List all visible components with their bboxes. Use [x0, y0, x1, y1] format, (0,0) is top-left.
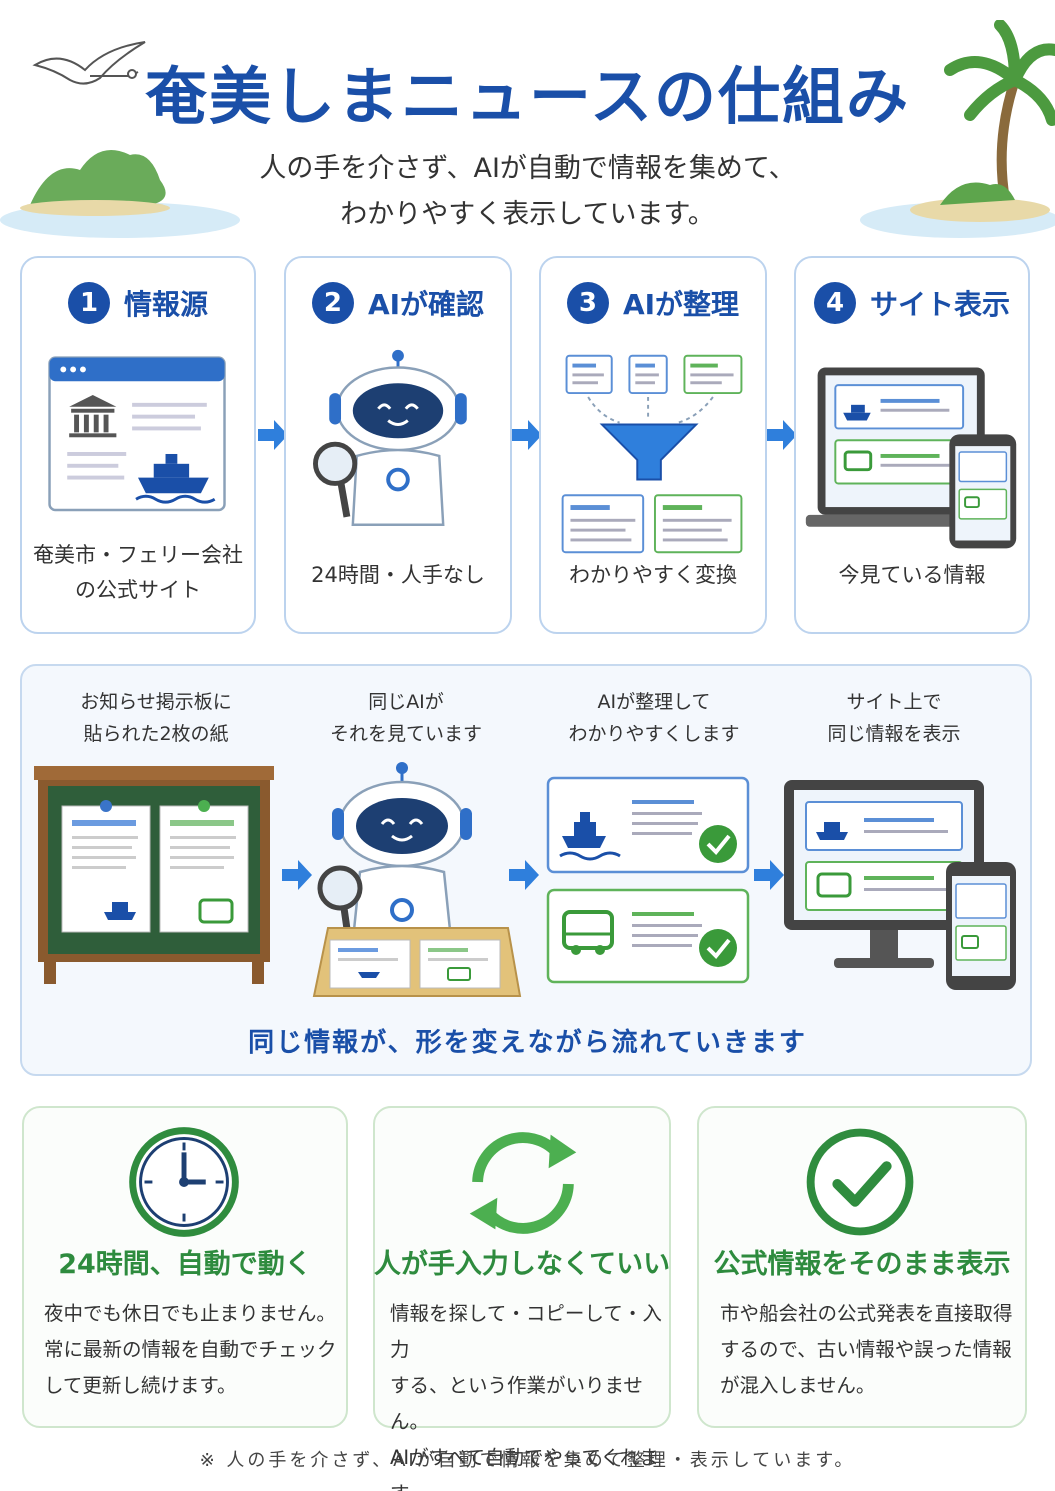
feature-body-line: 情報を探して・コピーして・入力	[390, 1302, 662, 1361]
flow-caption-line: 貼られた2枚の紙	[83, 723, 229, 745]
feature-title: 人が手入力しなくていい	[373, 1249, 671, 1280]
caption-line: 奄美市・フェリー会社	[33, 543, 243, 567]
feature-body-line: が混入しません。	[720, 1374, 876, 1397]
arrow-right-icon	[509, 860, 539, 890]
feature-body: 夜中でも休日でも止まりません。 常に最新の情報を自動でチェック して更新し続けま…	[44, 1296, 344, 1404]
page-subtitle: 人の手を介さず、AIが自動で情報を集めて、 わかりやすく表示しています。	[0, 146, 1055, 238]
caption-line: 24時間・人手なし	[311, 563, 485, 587]
feature-title: 公式情報をそのまま表示	[713, 1249, 1011, 1280]
refresh-icon	[469, 1132, 577, 1234]
bulletin-board-illustration	[34, 766, 274, 984]
monitor-and-phone-illustration	[784, 780, 1016, 990]
robot-reading-papers-illustration	[312, 762, 522, 997]
step-caption: わかりやすく変換	[541, 558, 765, 593]
step-title: AIが整理	[622, 288, 740, 321]
flow-caption: お知らせ掲示板に 貼られた2枚の紙	[36, 686, 276, 750]
flow-caption-line: 同じAIが	[368, 691, 444, 713]
ferry-icon	[138, 453, 209, 494]
feature-body-line: して更新し続けます。	[44, 1374, 237, 1397]
funnel-sort-icon	[561, 354, 743, 554]
page-title: 奄美しまニュースの仕組み	[145, 60, 910, 133]
feature-card-official	[697, 1106, 1027, 1428]
step-number: 2	[311, 282, 354, 324]
flow-caption: サイト上で 同じ情報を表示	[774, 686, 1014, 750]
clock-icon	[129, 1127, 239, 1237]
flow-caption-line: わかりやすくします	[568, 723, 740, 745]
step-number: 3	[566, 282, 609, 324]
check-circle-icon	[806, 1128, 914, 1236]
step-title: サイト表示	[869, 288, 1010, 321]
feature-body: 市や船会社の公式発表を直接取得 するので、古い情報や誤った情報 が混入しません。	[720, 1296, 1022, 1404]
flow-caption: 同じAIが それを見ています	[286, 686, 526, 750]
step-header: 3 AIが整理	[541, 282, 765, 324]
seagull-illustration	[32, 41, 146, 85]
flow-footer: 同じ情報が、形を変えながら流れていきます	[248, 1028, 807, 1058]
step-card-ai-organize: 3 AIが整理 わかりやすく変換	[539, 256, 767, 634]
step-header: 1 情報源	[22, 282, 254, 324]
laptop-and-phone-icon	[805, 367, 1017, 549]
caption-line: 今見ている情報	[838, 563, 986, 587]
step-card-ai-check: 2 AIが確認 24時間・人手なし	[284, 256, 512, 634]
feature-card-24h	[22, 1106, 348, 1428]
step-caption: 奄美市・フェリー会社 の公式サイト	[22, 538, 254, 608]
step-header: 4 サイト表示	[796, 282, 1028, 324]
island-left-illustration	[0, 150, 240, 238]
step-number: 1	[67, 282, 110, 324]
step-header: 2 AIが確認	[286, 282, 510, 324]
feature-body-line: 市や船会社の公式発表を直接取得	[720, 1302, 1013, 1325]
feature-body: 情報を探して・コピーして・入力 する、という作業がいりません。 AIがすべて自動…	[390, 1296, 668, 1491]
flow-caption-line: それを見ています	[329, 723, 482, 745]
feature-body-line: AIがすべて自動でやってくれます。	[390, 1446, 659, 1491]
arrow-right-icon	[754, 860, 784, 890]
flow-caption-line: お知らせ掲示板に	[80, 691, 232, 713]
arrow-right-icon	[258, 420, 288, 450]
caption-line: わかりやすく変換	[569, 563, 737, 587]
subtitle-line: わかりやすく表示しています。	[340, 199, 715, 230]
feature-body-line: 夜中でも休日でも止まりません。	[44, 1302, 336, 1325]
feature-body-line: 常に最新の情報を自動でチェック	[44, 1338, 337, 1361]
flow-caption-line: AIが整理して	[597, 691, 711, 713]
arrow-right-icon	[767, 420, 797, 450]
flow-caption: AIが整理して わかりやすくします	[534, 686, 774, 750]
browser-window-icon	[48, 356, 226, 512]
caption-line: の公式サイト	[75, 578, 201, 602]
feature-title: 24時間、自動で動く	[58, 1249, 312, 1280]
feature-body-line: するので、古い情報や誤った情報	[720, 1338, 1012, 1361]
arrow-right-icon	[512, 420, 542, 450]
government-building-icon	[69, 395, 117, 438]
feature-body-line: する、という作業がいりません。	[390, 1374, 643, 1433]
step-number: 4	[813, 282, 856, 324]
palm-island-illustration	[860, 20, 1055, 238]
footnote: ※ 人の手を介さず、AIが自動で情報を集めて整理・表示しています。	[199, 1450, 856, 1471]
step-card-site-display: 4 サイト表示 今見ている情報	[794, 256, 1030, 634]
feature-card-no-manual	[373, 1106, 671, 1428]
robot-with-magnifier-icon	[313, 349, 467, 526]
step-card-source: 1 情報源 奄美市・フェリー会社 の公式サイト	[20, 256, 256, 634]
arrow-right-icon	[282, 860, 312, 890]
organized-cards-illustration	[546, 776, 750, 984]
step-title: 情報源	[123, 288, 208, 321]
step-caption: 今見ている情報	[796, 558, 1028, 593]
flow-caption-line: 同じ情報を表示	[827, 723, 961, 745]
subtitle-line: 人の手を介さず、AIが自動で情報を集めて、	[259, 153, 796, 184]
step-caption: 24時間・人手なし	[286, 558, 510, 593]
flow-caption-line: サイト上で	[846, 691, 942, 713]
step-title: AIが確認	[367, 288, 485, 321]
